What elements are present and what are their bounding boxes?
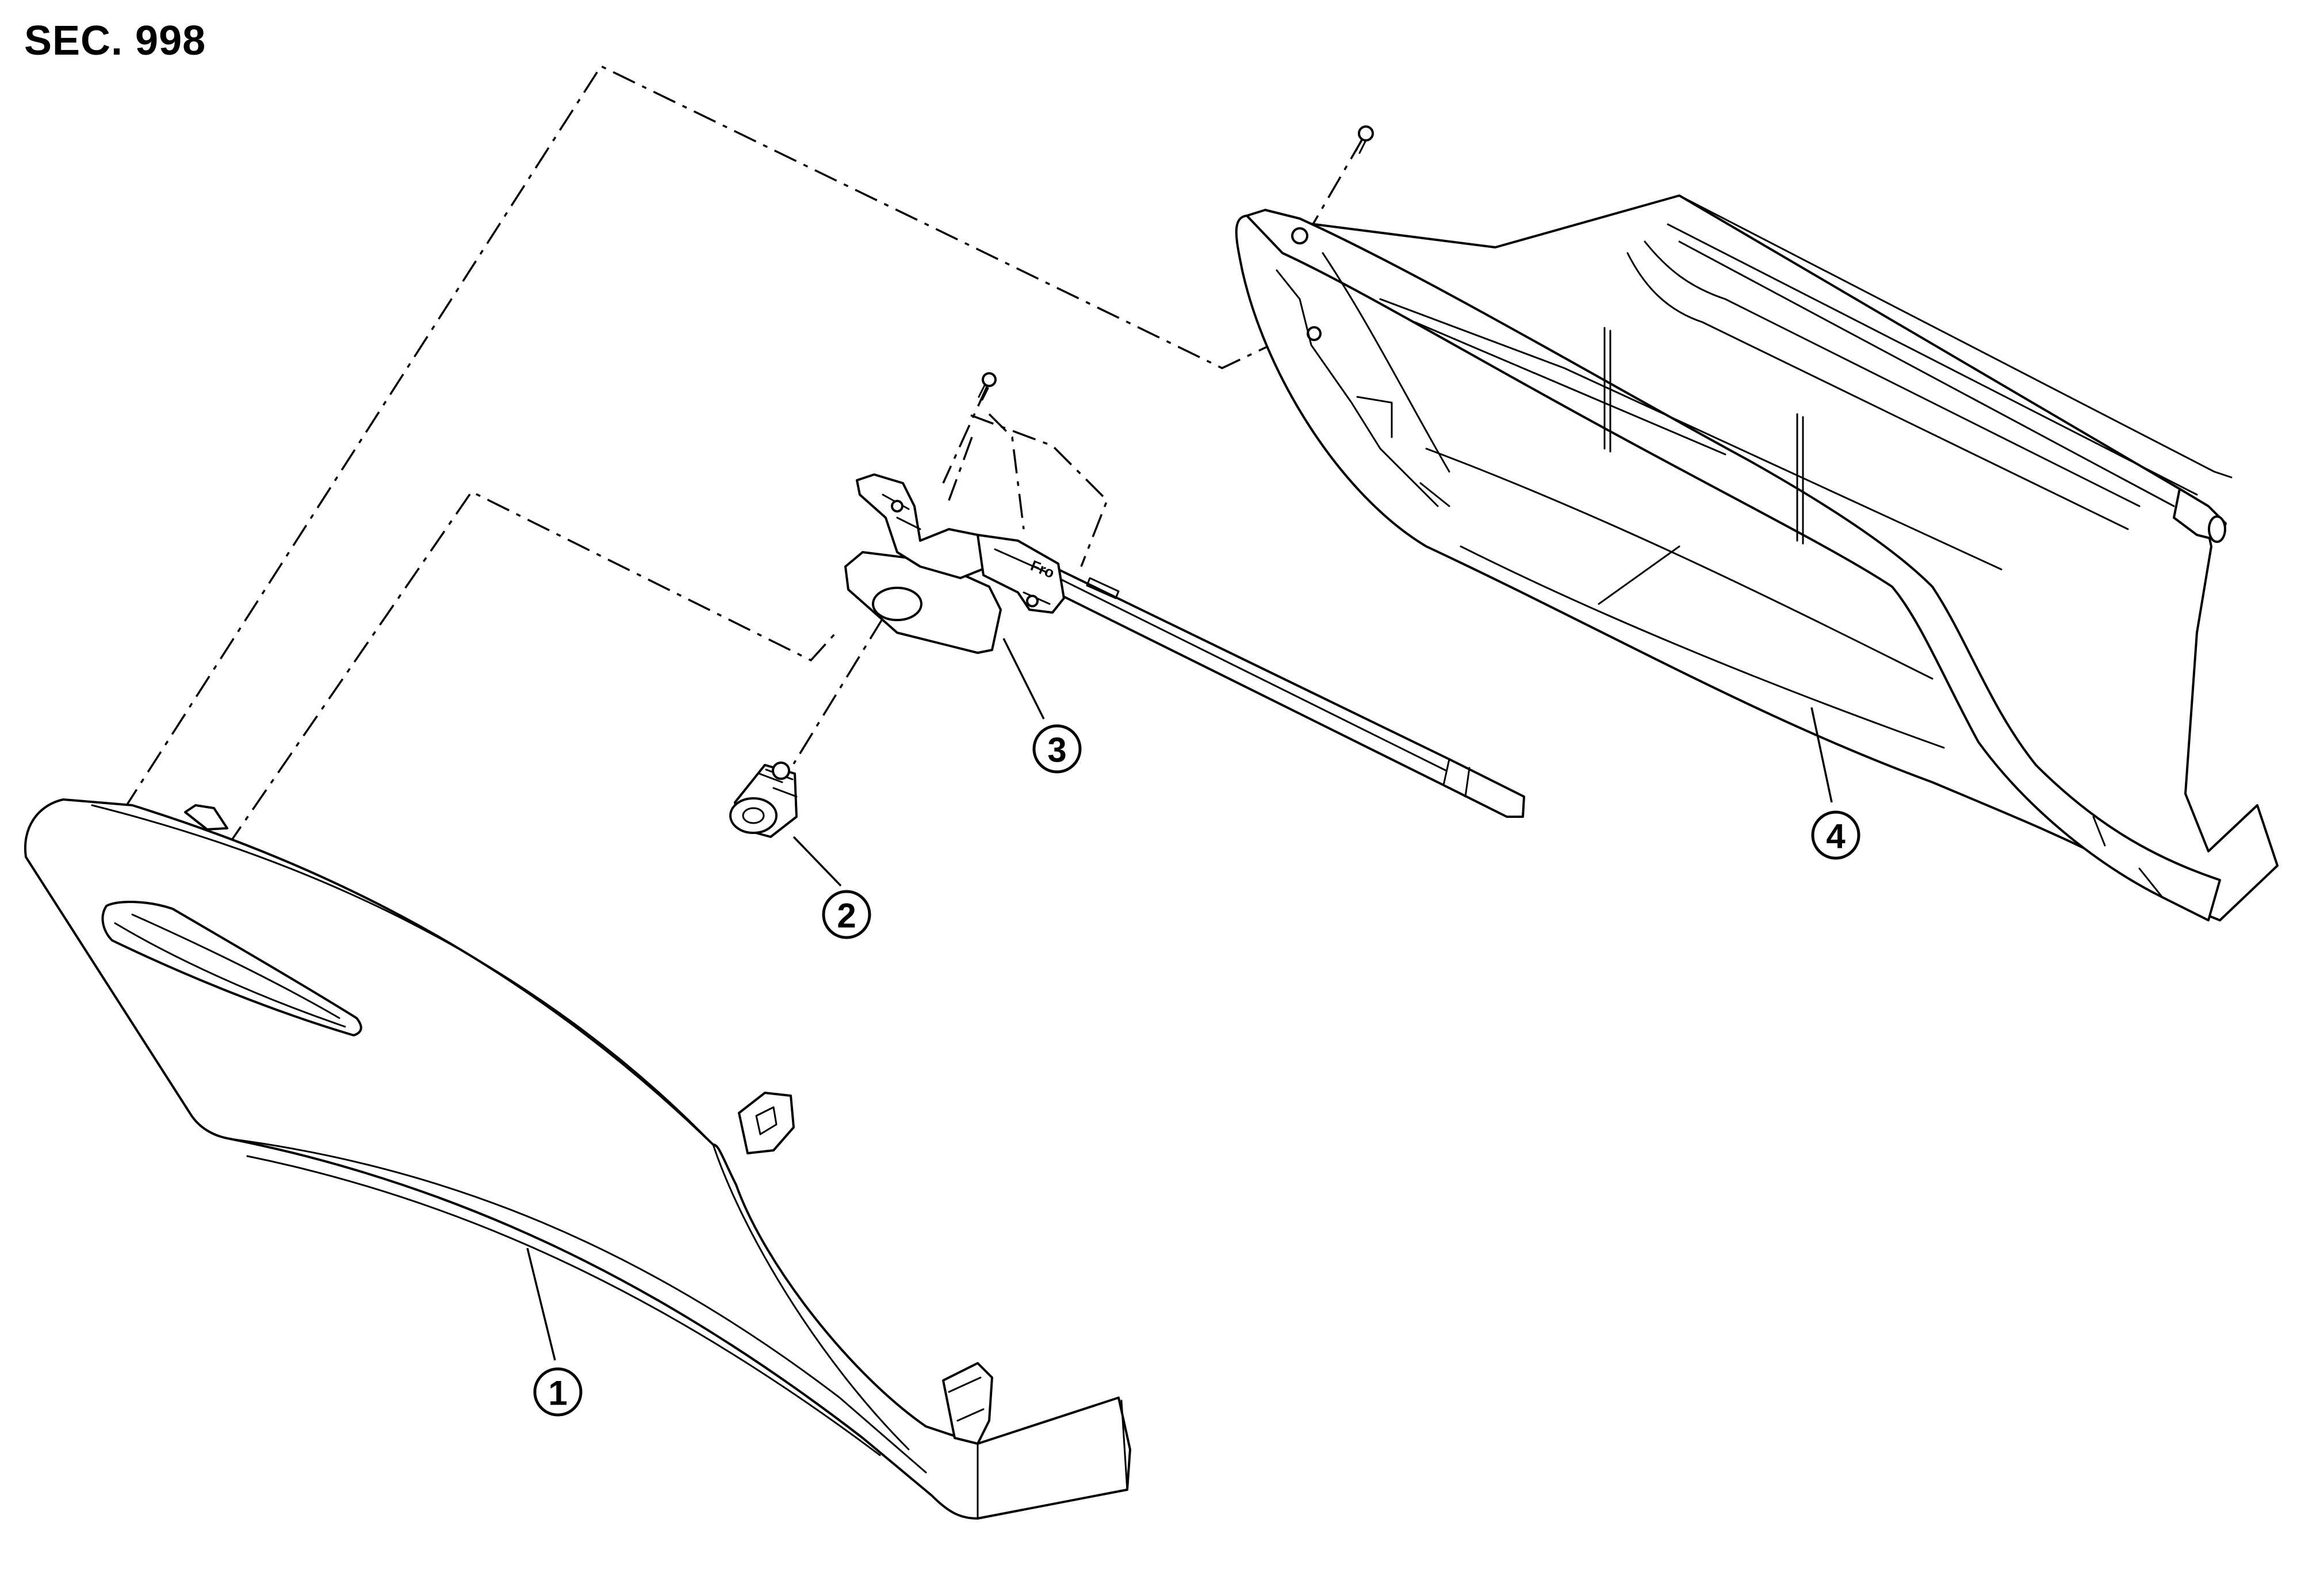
housing-floor-line bbox=[1460, 545, 1945, 749]
assembly-line-stay-bracket bbox=[970, 414, 1109, 567]
leader-lines bbox=[526, 638, 1833, 1361]
assembly-line-stay-bracket-2 bbox=[988, 413, 1025, 530]
leader-1 bbox=[526, 1248, 556, 1361]
assembly-lines bbox=[122, 64, 1364, 847]
stay-arm bbox=[1043, 565, 1525, 818]
stay-screw bbox=[978, 372, 997, 401]
striker-screw-hole-2 bbox=[1026, 595, 1039, 607]
striker-screw-hole-1 bbox=[891, 500, 903, 512]
housing-pivot-pin bbox=[2208, 515, 2226, 543]
leader-3 bbox=[1002, 638, 1045, 720]
housing-front-rim bbox=[1246, 209, 2221, 921]
assembly-line-lid-to-box bbox=[122, 64, 1301, 810]
assembly-line-striker-to-stay bbox=[792, 618, 884, 764]
housing-screw bbox=[1355, 125, 1374, 154]
glove-box-lid bbox=[24, 798, 1131, 1520]
leader-4 bbox=[1810, 707, 1833, 803]
stay-arm-slot bbox=[1086, 577, 1120, 599]
housing-damper-rail-2 bbox=[1626, 252, 2129, 530]
lid-handle-recess bbox=[101, 901, 362, 1036]
housing-rib-2 bbox=[1796, 413, 1804, 545]
callout-3: 3 bbox=[1032, 724, 1082, 774]
striker-lock-hole bbox=[872, 587, 922, 621]
housing-damper-rail bbox=[1644, 240, 2141, 507]
lid-lower-hinge-bracket bbox=[942, 1362, 993, 1445]
lid-side-rib bbox=[712, 1143, 910, 1451]
glove-box-housing bbox=[1235, 125, 2279, 921]
housing-rib-1 bbox=[1603, 327, 1611, 453]
lid-inner-face-line bbox=[229, 1138, 927, 1474]
assembly-line-stay-bracket-3 bbox=[948, 437, 973, 501]
housing-left-side-detail bbox=[1276, 269, 1450, 507]
lid-lower-hinge-detail bbox=[948, 1376, 985, 1422]
stay-arm-tip bbox=[1442, 758, 1471, 798]
lid-handle-shadow bbox=[114, 922, 346, 1028]
key-cylinder-face bbox=[729, 797, 778, 834]
lid-handle-inner bbox=[131, 913, 340, 1019]
housing-top-edge bbox=[1494, 194, 2233, 479]
housing-rib-3 bbox=[1598, 545, 1680, 605]
callout-3-label: 3 bbox=[1047, 731, 1066, 770]
lid-end-cap-line bbox=[977, 1399, 1128, 1520]
callout-2-label: 2 bbox=[837, 897, 856, 935]
key-cylinder-cap bbox=[772, 762, 790, 780]
housing-bottom-curve bbox=[1425, 447, 1934, 680]
housing-bottom-lip bbox=[2092, 816, 2164, 898]
lid-top-hinge-tab bbox=[184, 804, 228, 831]
assembly-line-lid-to-stay bbox=[226, 490, 840, 847]
lid-latch-boss bbox=[738, 1092, 795, 1154]
assembly-line-screw-to-stay bbox=[942, 384, 989, 484]
section-label: SEC. 998 bbox=[24, 18, 206, 64]
assembly-line-screw-to-box bbox=[1310, 137, 1364, 228]
lid-lower-face-line bbox=[246, 1155, 881, 1456]
callout-1: 1 bbox=[533, 1367, 583, 1417]
key-cylinder-slot bbox=[742, 807, 765, 824]
key-cylinder bbox=[729, 762, 798, 838]
lid-crest-line bbox=[91, 804, 714, 1146]
housing-interior-wall bbox=[1322, 252, 2003, 571]
callout-4: 4 bbox=[1811, 810, 1860, 860]
housing-top-inner-edge bbox=[1667, 223, 2198, 507]
callout-4-label: 4 bbox=[1826, 817, 1846, 856]
lid-latch-hole bbox=[755, 1106, 778, 1135]
callout-2: 2 bbox=[822, 890, 871, 939]
housing-screw-boss-1 bbox=[1291, 227, 1308, 244]
callout-1-label: 1 bbox=[548, 1374, 567, 1413]
striker-latch-mechanism bbox=[977, 534, 1065, 614]
leader-2 bbox=[792, 836, 842, 887]
glove-box-stay-assembly: Fro bbox=[844, 372, 1525, 818]
stay-arm-edge bbox=[1051, 574, 1448, 772]
